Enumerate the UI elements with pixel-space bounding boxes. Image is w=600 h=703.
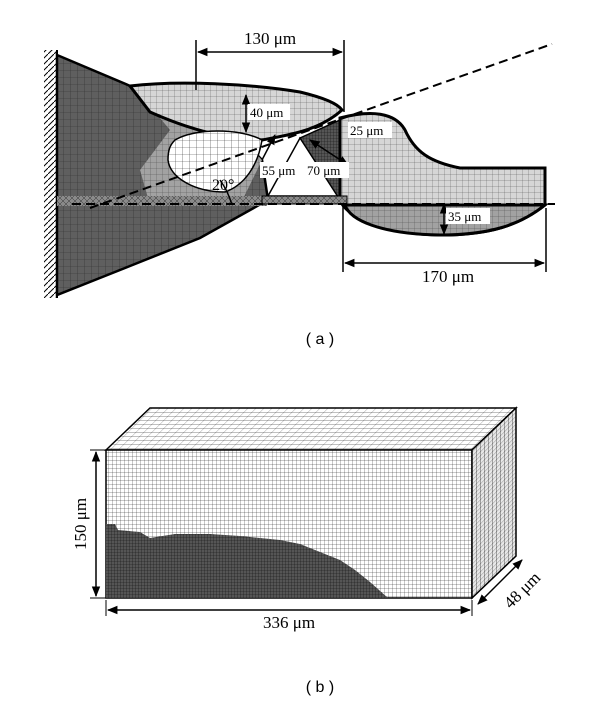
panel-b-diagram: 150 μm 336 μm 48 μm ( b ) [71,406,544,696]
dim-336-label: 336 μm [263,613,315,632]
block-dark-region [106,524,388,598]
panel-b-caption: ( b ) [306,679,334,696]
dim-55-label: 55 μm [262,163,295,178]
bottom-strip-left [57,196,267,206]
cavity-white [167,130,263,193]
dim-70-label: 70 μm [307,163,340,178]
dim-55-label-bg [260,162,302,178]
dim-40-label-bg [248,104,290,120]
bottom-strip-center [261,195,348,205]
dim-48-line [477,559,523,605]
dim-130-label: 130 μm [244,29,296,48]
dim-25-label: 25 μm [350,123,383,138]
dim-150-label: 150 μm [71,498,90,550]
block-side-face [471,406,517,600]
dim-25-label-bg [348,122,392,138]
angle-arc [219,179,233,206]
panel-a-caption: ( a ) [306,331,334,348]
dim-170-label: 170 μm [422,267,474,286]
angle-label: 20° [212,177,234,194]
block-top-face [104,407,518,451]
wall-hatch [44,50,56,298]
dim-70-arrow [309,139,349,166]
dim-35-label-bg [446,208,490,224]
dim-40-label: 40 μm [250,105,283,120]
dim-35-label: 35 μm [448,209,481,224]
dim-55-arrow [261,134,276,161]
dashed-inclined-line [89,43,553,209]
panel-a-diagram: 130 μm 40 μm 25 μm 55 μm 70 μm 20° 35 μm… [44,29,555,348]
dim-70-label-bg [305,162,349,178]
right-lower-bulge [342,203,550,237]
